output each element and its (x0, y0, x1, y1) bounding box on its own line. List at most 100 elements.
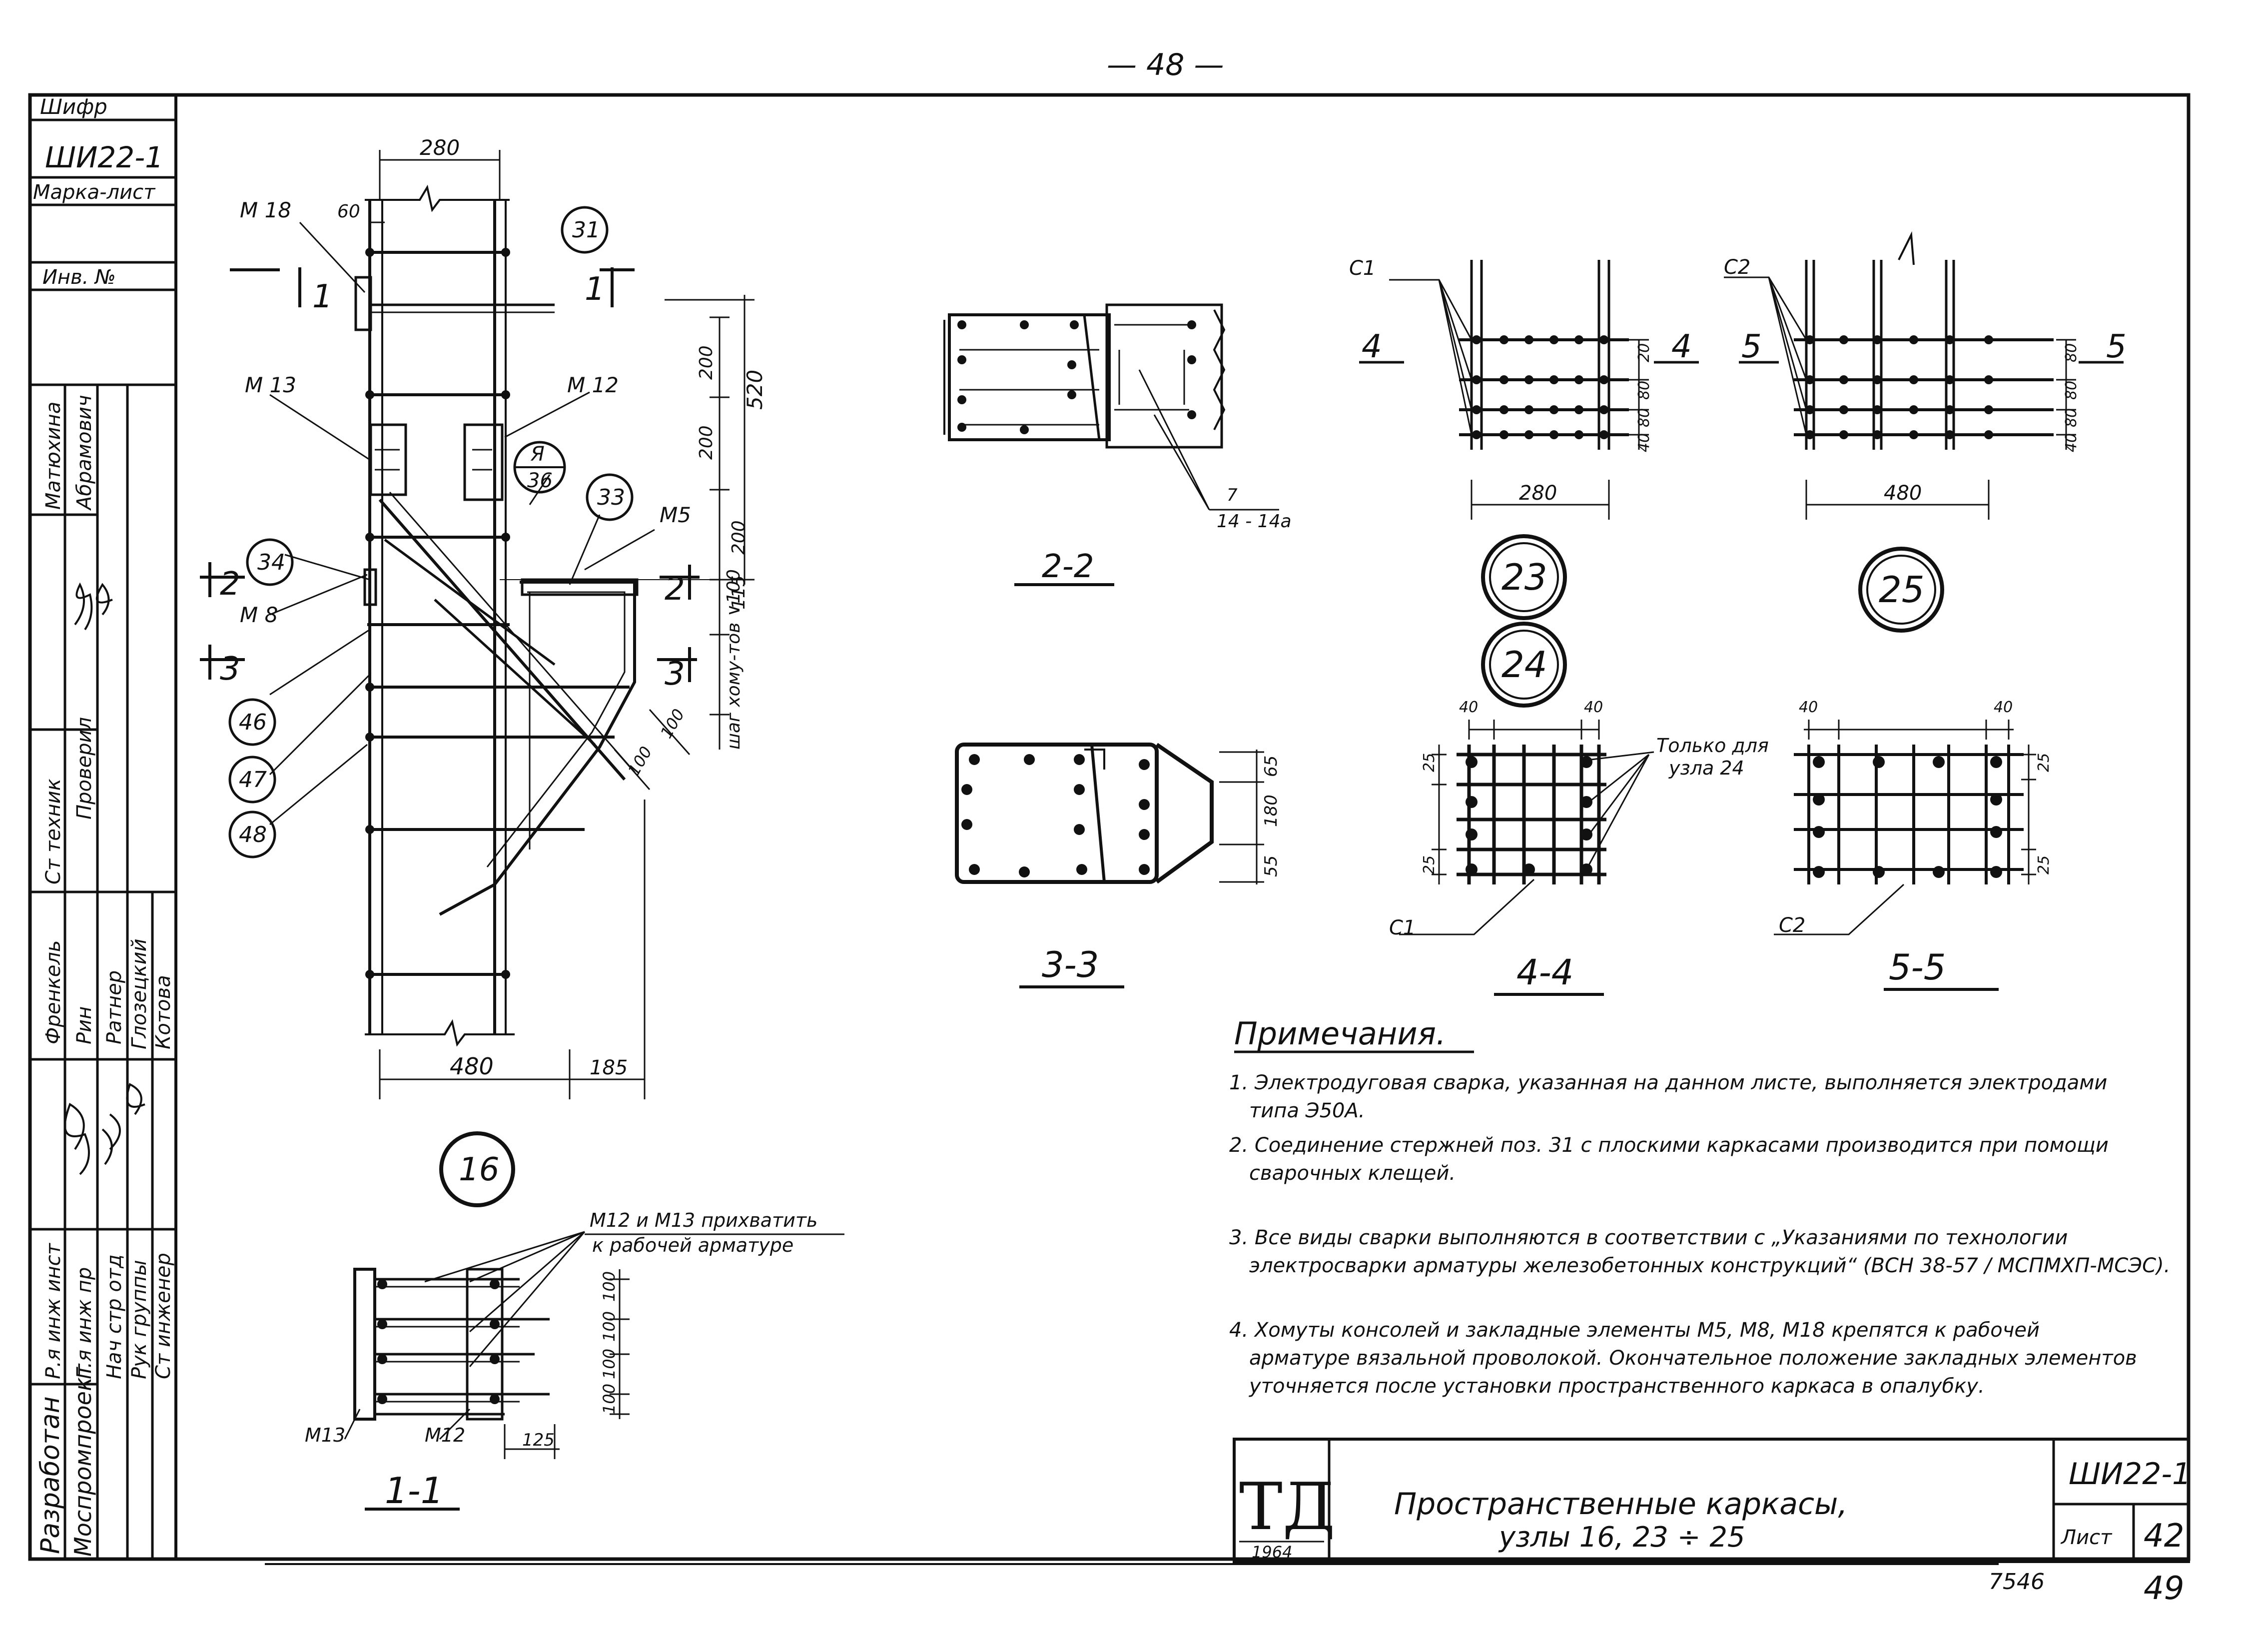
label-m8: М 8 (240, 603, 278, 627)
stamp-rotated-text: Матюхина Абрамович Ст техник Проверил Фр… (35, 395, 175, 1557)
section-5-5-title: 5-5 (1889, 947, 1946, 988)
section-mark-3-left: 3 (220, 651, 240, 688)
node-25-width: 480 (1884, 482, 1922, 505)
dim-480-bottom: 480 (450, 1053, 494, 1080)
node-23-dim-3: 80 (1635, 408, 1653, 427)
stamp-org-left: Разработан (35, 1396, 65, 1554)
stamp-role-1: Р.я инж инст (42, 1242, 65, 1379)
stamp-name-6: Глозецкий (128, 938, 151, 1049)
node-23-dim-4: 40 (1635, 433, 1653, 452)
stamp-role-technik: Ст техник (42, 779, 65, 884)
callout-34: 34 (257, 550, 285, 575)
node-25-dim-3: 80 (2063, 408, 2080, 427)
dim-520: 520 (743, 370, 767, 410)
section-4-4-dim-side-bottom: 25 (1421, 855, 1438, 874)
title-line-2: узлы 16, 23 ÷ 25 (1498, 1521, 1745, 1554)
stamp-shifr-value: ШИ22-1 (45, 140, 163, 174)
page-number-top: — 48 — (1107, 47, 1224, 82)
title-block (1233, 1438, 2190, 1563)
title-code: ШИ22-1 (2069, 1457, 2191, 1492)
node-23-cut-left: 4 (1362, 328, 1382, 365)
callout-33: 33 (597, 485, 625, 510)
node-25-dim-1: 80 (2063, 343, 2080, 362)
section-mark-1-right: 1 (585, 271, 605, 308)
node-25-cut-right: 5 (2106, 328, 2127, 365)
title-sheet-label: Лист (2060, 1526, 2113, 1549)
node-25-circle: 25 (1879, 569, 1925, 611)
section-mark-2-left: 2 (220, 566, 240, 603)
node-16-label: 16 (459, 1151, 499, 1188)
stamp-name-4: Рин (73, 1006, 96, 1044)
title-block-text: ТД 1964 Пространственные каркасы, узлы 1… (1239, 1457, 2191, 1562)
dim-step-label: шаг хому-тов ∨100 (724, 569, 744, 750)
section-3-3-drawing (955, 743, 1264, 988)
label-m5: М5 (660, 503, 691, 527)
node-23-width: 280 (1519, 482, 1557, 505)
label-m13: М 13 (245, 373, 296, 397)
footer-page: 49 (2144, 1570, 2184, 1607)
section-1-1-m12: М12 (425, 1424, 465, 1446)
note-item-2: 2. Соединение стержней поз. 31 с плоским… (1229, 1134, 2109, 1185)
stamp-role-4: Рук группы (128, 1260, 151, 1379)
section-1-1-note-line2: к рабочей арматуре (592, 1234, 793, 1256)
stamp-role-proveril: Проверил (73, 717, 96, 820)
callout-31: 31 (572, 217, 600, 243)
stamp-shifr-label: Шифр (40, 94, 107, 119)
section-2-2-labels: 7 14 - 14а 2-2 (1042, 485, 1292, 585)
dim-200-b: 200 (696, 425, 717, 460)
section-1-1-dim-1: 100 (600, 1271, 619, 1302)
node-25-dim-4: 40 (2063, 433, 2080, 452)
section-5-5-dim-top-right: 40 (1994, 699, 2013, 716)
stamp-name-2: Абрамович (73, 395, 96, 511)
node-23-drawing (1359, 260, 1699, 708)
dim-280-top: 280 (420, 135, 460, 160)
note-item-3: 3. Все виды сварки выполняются в соответ… (1229, 1226, 2170, 1277)
stamp-org-right: Моспромпроект (69, 1363, 96, 1557)
section-5-5-drawing (1774, 720, 2036, 991)
dim-200-a: 200 (696, 345, 717, 380)
section-2-2-callout-top: 7 (1227, 485, 1238, 505)
label-m18: М 18 (240, 198, 291, 222)
section-5-5-dim-side-bottom: 25 (2035, 855, 2053, 874)
section-4-4-dim-top-right: 40 (1584, 699, 1603, 716)
title-line-1: Пространственные каркасы, (1394, 1487, 1848, 1522)
node-23-labels: С1 4 4 20 80 80 40 280 23 24 (1349, 257, 1692, 686)
node-23-cut-right: 4 (1671, 328, 1692, 365)
section-4-4-note-2: узла 24 (1668, 757, 1744, 779)
dim-200-c: 200 (729, 520, 749, 555)
section-3-3-dim-65: 65 (1261, 756, 1281, 777)
notes-block: Примечания. 1. Электродуговая сварка, ук… (1229, 1015, 2170, 1398)
node-25-c2: С2 (1724, 256, 1750, 279)
section-2-2-title: 2-2 (1042, 548, 1094, 585)
callout-ya: Я (530, 443, 545, 466)
section-4-4-note-1: Только для (1656, 735, 1769, 757)
stamp-marka-label: Марка-лист (33, 181, 156, 204)
section-4-4-drawing (1399, 720, 1654, 996)
label-m12: М 12 (567, 373, 619, 397)
callout-48: 48 (239, 822, 267, 847)
title-sheet-number: 42 (2144, 1518, 2184, 1555)
side-stamp-signatures (64, 582, 145, 1175)
section-1-1-labels: М12 и М13 прихватить к рабочей арматуре … (305, 1209, 817, 1512)
note-item-1: 1. Электродуговая сварка, указанная на д… (1229, 1071, 2107, 1122)
stamp-role-3: Нач стр отд (103, 1254, 126, 1379)
section-1-1-m13: М13 (305, 1424, 345, 1446)
side-stamp (30, 118, 176, 1559)
footer-inventory: 7546 (1989, 1569, 2045, 1595)
node-25-dim-2: 80 (2063, 381, 2080, 400)
section-2-2-drawing (943, 303, 1279, 586)
notes-heading: Примечания. (1234, 1015, 1446, 1052)
section-5-5-dim-side-top: 25 (2035, 753, 2053, 772)
section-3-3-dim-55: 55 (1261, 855, 1281, 877)
section-4-4-labels: 40 40 25 25 Только для узла 24 С1 4-4 (1389, 699, 1769, 993)
dim-100-b: 100 (657, 706, 688, 742)
section-4-4-title: 4-4 (1516, 952, 1573, 993)
section-3-3-title: 3-3 (1042, 944, 1099, 985)
callout-36: 36 (527, 469, 553, 492)
section-1-1-title: 1-1 (385, 1470, 444, 1512)
node-23-dim-1: 20 (1635, 343, 1653, 362)
section-1-1-dim-4: 100 (600, 1384, 619, 1414)
section-1-1-dim-125: 125 (522, 1430, 555, 1450)
outer-frame (28, 93, 2191, 1561)
